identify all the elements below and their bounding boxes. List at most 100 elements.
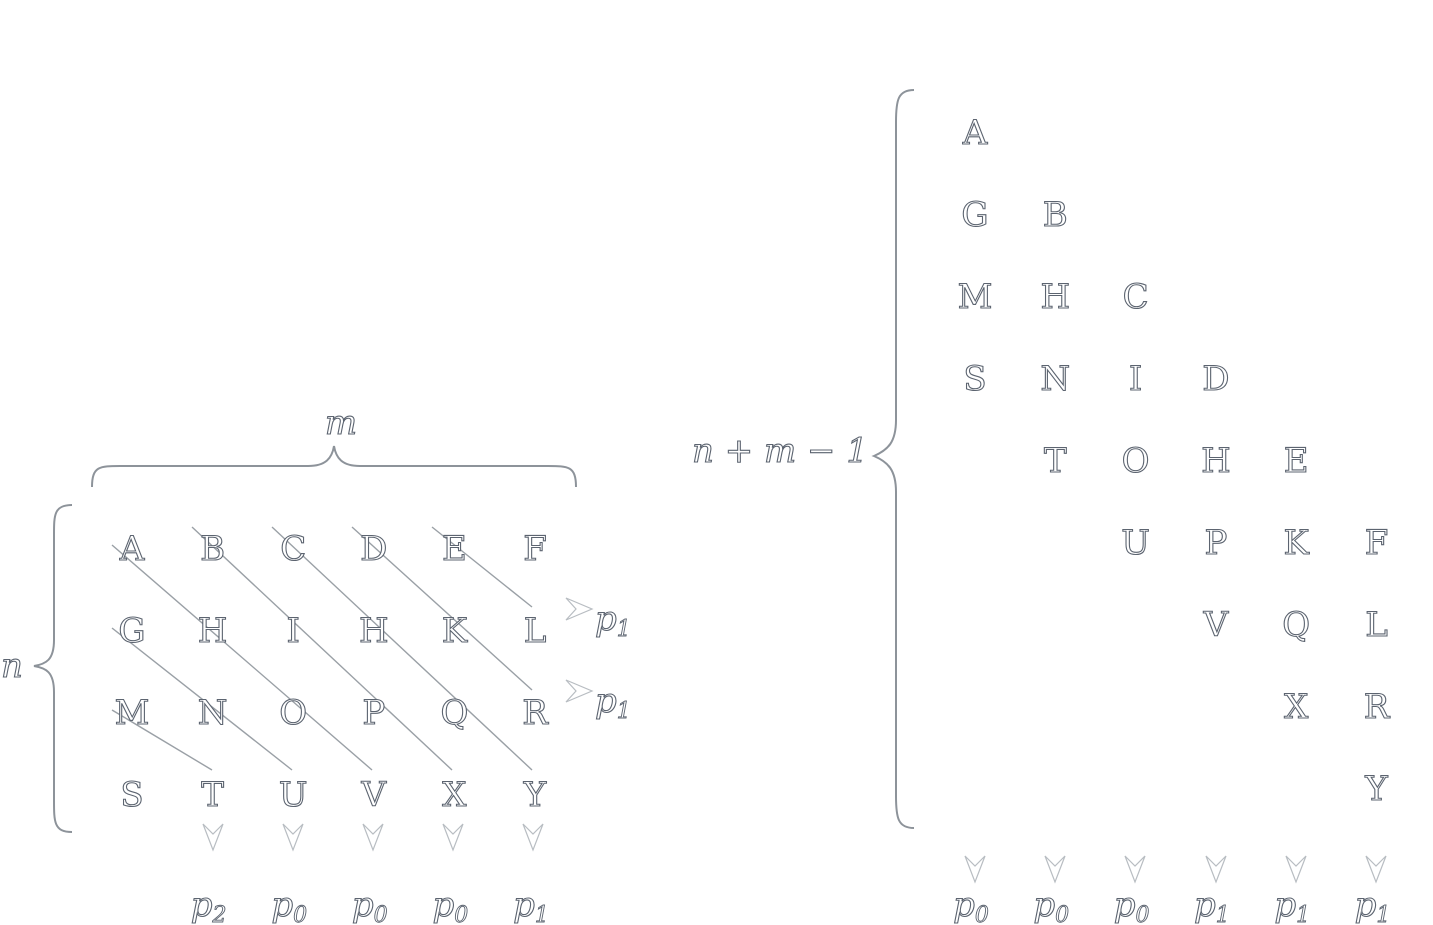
matrix-entry: E: [1284, 441, 1309, 481]
column-output-label: p1: [513, 884, 550, 925]
column-output-label-subscript: 0: [293, 903, 307, 925]
column-output-label-text: p2: [191, 885, 227, 925]
column-output-label-symbol: p: [513, 885, 535, 925]
matrix-entry: T: [1044, 441, 1067, 481]
matrix-entry: A: [119, 529, 145, 569]
column-output-label-text: p0: [953, 885, 989, 925]
matrix-entry: P: [1204, 523, 1227, 563]
matrix-entry: H: [1201, 441, 1231, 481]
matrix-entry: V: [1203, 605, 1230, 645]
side-output-label-text: p1: [595, 681, 631, 724]
matrix-entry: X: [442, 775, 467, 815]
matrix-entry: A: [962, 113, 988, 153]
down-arrow-icon: [202, 823, 224, 852]
column-output-label: p1: [1274, 884, 1311, 925]
column-output-label: p1: [1193, 884, 1230, 925]
column-output-label-symbol: p: [271, 885, 293, 925]
matrix-entry: K: [1283, 523, 1309, 563]
matrix-entry: R: [522, 693, 549, 733]
matrix-entry: S: [120, 775, 143, 815]
right-height-label: n + m − 1: [692, 431, 868, 471]
column-output-label-subscript: 1: [535, 903, 549, 925]
column-output-label-text: p0: [1033, 885, 1069, 925]
down-arrow-icon: [964, 855, 986, 884]
matrix-entry: E: [442, 529, 467, 569]
diagonal-line: [271, 526, 533, 771]
matrix-entry: D: [360, 529, 387, 569]
column-output-label-subscript: 2: [211, 903, 226, 925]
column-output-label: p0: [1113, 884, 1150, 925]
column-output-label: p0: [953, 884, 990, 925]
matrix-entry: K: [442, 611, 468, 651]
column-output-label-text: p1: [1194, 885, 1230, 925]
matrix-entry: T: [201, 775, 224, 815]
column-output-label-subscript: 1: [1216, 903, 1230, 925]
side-output-label-subscript: 1: [617, 617, 631, 642]
column-output-label-subscript: 0: [1055, 903, 1069, 925]
left-side-brace: [33, 504, 73, 833]
down-arrow-icon: [1365, 855, 1387, 884]
matrix-entry: D: [1202, 359, 1229, 399]
diagonal-line: [351, 526, 533, 691]
matrix-entry: F: [523, 529, 547, 569]
side-output-label: p1: [594, 680, 631, 724]
side-output-label-subscript: 1: [617, 699, 631, 724]
matrix-entry: H: [1040, 277, 1070, 317]
column-output-label-text: p0: [1114, 885, 1150, 925]
matrix-entry: I: [1129, 359, 1142, 399]
matrix-entry: L: [1365, 605, 1388, 645]
column-output-label: p1: [1354, 884, 1391, 925]
matrix-entry: P: [362, 693, 385, 733]
column-output-label-symbol: p: [433, 885, 455, 925]
matrix-entry: N: [1040, 359, 1070, 399]
diagonal-line: [111, 544, 373, 771]
side-output-label: p1: [594, 598, 631, 642]
matrix-entry: I: [286, 611, 299, 651]
column-output-label-subscript: 1: [1296, 903, 1310, 925]
diagonal-line: [431, 526, 533, 608]
column-output-label-text: p0: [433, 885, 469, 925]
column-output-label-symbol: p: [352, 885, 374, 925]
side-output-label-symbol: p: [595, 599, 617, 639]
down-arrow-icon: [442, 823, 464, 852]
matrix-entry: G: [118, 611, 145, 651]
down-arrow-icon: [522, 823, 544, 852]
column-output-label-symbol: p: [953, 885, 975, 925]
diagonal-line: [111, 627, 293, 771]
matrix-entry: S: [963, 359, 986, 399]
down-arrow-icon: [1044, 855, 1066, 884]
side-output-label-text: p1: [595, 599, 631, 642]
column-output-label-symbol: p: [1033, 885, 1055, 925]
matrix-entry: U: [279, 775, 308, 815]
column-output-label-symbol: p: [1355, 885, 1377, 925]
down-arrow-icon: [1285, 855, 1307, 884]
matrix-entry: U: [1121, 523, 1150, 563]
matrix-entry: R: [1364, 687, 1391, 727]
column-output-label-text: p0: [352, 885, 388, 925]
diagonal-line: [191, 526, 453, 771]
matrix-entry: O: [279, 693, 307, 733]
matrix-entry: N: [198, 693, 228, 733]
column-output-label-subscript: 0: [454, 903, 468, 925]
matrix-entry: H: [359, 611, 389, 651]
diagonal-line: [111, 709, 213, 771]
matrix-entry: B: [1043, 195, 1068, 235]
column-output-label-text: p1: [513, 885, 549, 925]
down-arrow-icon: [1124, 855, 1146, 884]
side-output-label-symbol: p: [595, 681, 617, 721]
left-diagonal-lines: [111, 526, 533, 771]
matrix-entry: Y: [523, 775, 547, 815]
down-arrow-icon: [362, 823, 384, 852]
matrix-entry: G: [961, 195, 988, 235]
column-output-label-text: p1: [1355, 885, 1391, 925]
column-output-label: p2: [190, 884, 227, 925]
column-output-label: p0: [432, 884, 469, 925]
matrix-entry: M: [958, 277, 993, 317]
down-arrow-icon: [1205, 855, 1227, 884]
column-output-label-symbol: p: [1114, 885, 1136, 925]
